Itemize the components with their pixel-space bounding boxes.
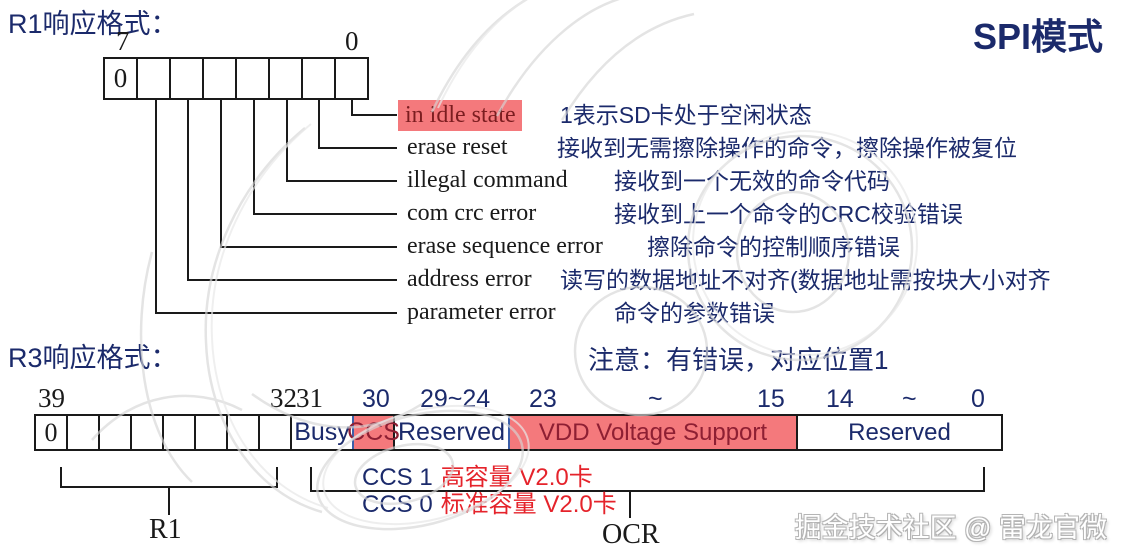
r1-bitfield: 0 <box>103 57 369 100</box>
bit-flag-label: address error <box>407 266 532 292</box>
bit-flag-label: erase reset <box>407 134 508 160</box>
bit-cell: 0 <box>36 416 68 449</box>
field-label: Busy <box>294 418 350 446</box>
r3-bit-range-tilde: ~ <box>648 385 663 413</box>
spi-mode-title: SPI模式 <box>973 16 1104 57</box>
bit-flag-label: in idle state <box>405 102 516 128</box>
bit-flag-label: erase sequence error <box>407 233 603 259</box>
field-label: Reserved <box>398 418 505 446</box>
bit-cell-6 <box>138 59 171 98</box>
r1-brace-label: R1 <box>149 514 182 545</box>
bit-cell <box>68 416 100 449</box>
connector-line <box>155 312 397 314</box>
bit-cell-value: 0 <box>113 63 128 93</box>
r3-bit-number-29-24: 29~24 <box>420 385 491 413</box>
r1-brace <box>60 467 278 488</box>
bit-cell-3 <box>237 59 270 98</box>
bit-cell-4 <box>204 59 237 98</box>
ccs-legend-line-2: CCS 0 标准容量 V2.0卡 <box>362 492 617 518</box>
field-label: Reserved <box>848 418 951 446</box>
connector-line <box>351 100 353 116</box>
bit-cell-value: 0 <box>44 417 58 447</box>
connector-line <box>253 213 397 215</box>
ccs-legend-value: 标准容量 V2.0卡 <box>440 491 617 518</box>
bit-flag-desc: 1表示SD卡处于空闲状态 <box>560 102 812 128</box>
connector-line <box>318 147 397 149</box>
connector-line <box>318 100 320 149</box>
bit-cell <box>260 416 290 449</box>
credit-watermark: 掘金技术社区 @ 雷龙官微 <box>794 513 1107 543</box>
r3-bit-number-31: 31 <box>296 383 323 413</box>
bit-flag-desc: 接收到上一个命令的CRC校验错误 <box>614 201 963 227</box>
r1-bit0-label: 0 <box>345 26 359 56</box>
connector-line <box>155 100 157 314</box>
ocr-brace-label: OCR <box>602 519 660 550</box>
bit-flag-desc: 命令的参数错误 <box>614 300 775 326</box>
r3-bit-number-30: 30 <box>362 385 390 413</box>
connector-line <box>351 114 397 116</box>
bit-cell-2 <box>270 59 303 98</box>
r3-bit-number-39: 39 <box>38 383 65 413</box>
bit-cell <box>100 416 132 449</box>
bit-cell <box>228 416 260 449</box>
r3-bit-number-32: 32 <box>270 383 297 413</box>
r3-bit-number-0: 0 <box>971 385 985 413</box>
r3-upper-bits-cells: 0 <box>36 416 292 449</box>
connector-line <box>286 180 397 182</box>
field-label: CCS <box>347 418 400 446</box>
connector-line <box>187 100 189 281</box>
field-busy: Busy <box>292 416 354 449</box>
connector-line <box>286 100 288 182</box>
ccs-legend-prefix: CCS 0 <box>362 491 433 518</box>
connector-line <box>220 100 222 248</box>
bit-flag-label: com crc error <box>407 200 537 226</box>
bit-flag-desc: 擦除命令的控制顺序错误 <box>647 234 900 260</box>
r3-bit-range-tilde: ~ <box>902 385 917 413</box>
r1-section-title: R1响应格式： <box>8 9 178 39</box>
field-label: VDD Voltage Support <box>538 418 768 446</box>
field-vdd-voltage-support: VDD Voltage Support <box>508 416 798 449</box>
bit-cell <box>164 416 196 449</box>
r3-bit-number-15: 15 <box>757 385 785 413</box>
r3-bit-number-23: 23 <box>529 385 557 413</box>
connector-line <box>253 100 255 215</box>
bit-flag-desc: 接收到无需擦除操作的命令，擦除操作被复位 <box>557 135 1017 161</box>
bit-cell <box>196 416 228 449</box>
connector-line <box>220 246 397 248</box>
bit-cell-0 <box>336 59 367 98</box>
ocr-brace-stem <box>629 492 631 518</box>
connector-line <box>187 279 397 281</box>
bit-cell <box>132 416 164 449</box>
bit-flag-label: illegal command <box>407 167 568 193</box>
error-note: 注意：有错误，对应位置1 <box>588 345 889 375</box>
ccs-legend-line-1: CCS 1 高容量 V2.0卡 <box>362 465 593 491</box>
bit-cell-7: 0 <box>105 59 138 98</box>
bit-cell-5 <box>171 59 204 98</box>
field-reserved: Reserved <box>798 416 1001 449</box>
ccs-legend-prefix: CCS 1 <box>362 464 433 491</box>
ccs-legend-value: 高容量 V2.0卡 <box>440 464 593 491</box>
field-reserved: Reserved <box>395 416 510 449</box>
r3-bit-number-14: 14 <box>826 385 854 413</box>
bit-flag-label: parameter error <box>407 299 556 325</box>
bit-flag-desc: 接收到一个无效的命令代码 <box>614 168 890 194</box>
r3-bitfield: 0 Busy CCS Reserved VDD Voltage Support … <box>34 414 1003 451</box>
field-ccs: CCS <box>347 416 400 449</box>
bit-cell-1 <box>303 59 336 98</box>
bit-flag-desc: 读写的数据地址不对齐(数据地址需按块大小对齐 <box>560 267 1051 293</box>
r3-section-title: R3响应格式： <box>8 343 178 373</box>
bit-flag-highlight: in idle state <box>398 100 522 131</box>
r1-brace-stem <box>168 488 170 515</box>
r1-bit7-label: 7 <box>116 26 130 56</box>
